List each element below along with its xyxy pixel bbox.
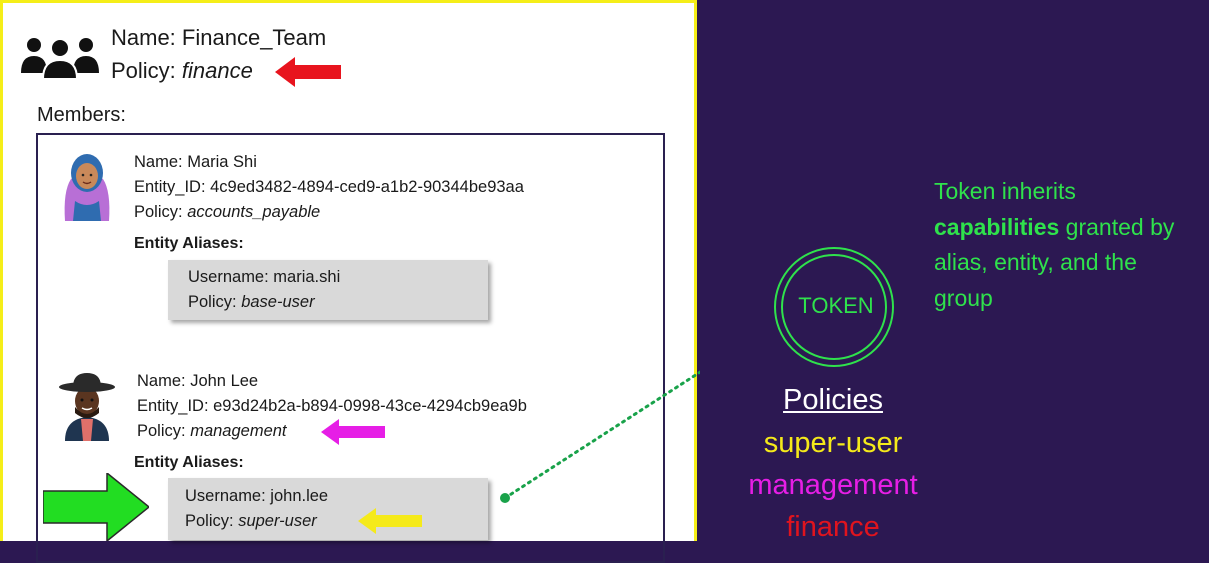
john-avatar bbox=[59, 373, 115, 441]
member-1-name: Name: Maria Shi bbox=[134, 153, 257, 171]
member-1-entity-id: Entity_ID: 4c9ed3482-4894-ced9-a1b2-9034… bbox=[134, 178, 524, 196]
red-arrow-icon bbox=[275, 57, 341, 87]
token-label: TOKEN bbox=[798, 293, 874, 318]
green-arrow-icon bbox=[43, 473, 149, 541]
member-2-alias-username: Username: john.lee bbox=[185, 487, 329, 505]
member-2-name: Name: John Lee bbox=[137, 372, 259, 390]
policy-item-finance: finance bbox=[786, 511, 880, 543]
group-policy: Policy: finance bbox=[111, 58, 253, 83]
policies-title: Policies bbox=[783, 384, 883, 416]
group-panel: Name: Finance_Team Policy: finance Membe… bbox=[0, 0, 697, 563]
token-circle: TOKEN bbox=[774, 247, 894, 367]
member-1-alias-username: Username: maria.shi bbox=[188, 268, 341, 286]
member-1-alias-policy: Policy: base-user bbox=[188, 293, 315, 311]
member-1-alias-box: Username: maria.shi Policy: base-user bbox=[168, 260, 488, 320]
member-2-aliases-heading: Entity Aliases: bbox=[134, 454, 244, 471]
yellow-arrow-icon bbox=[358, 508, 422, 534]
group-icon bbox=[21, 38, 99, 79]
policy-item-management: management bbox=[748, 469, 918, 501]
magenta-arrow-icon bbox=[321, 419, 385, 445]
member-2-alias-box: Username: john.lee Policy: super-user bbox=[168, 478, 488, 540]
member-2-entity-id: Entity_ID: e93d24b2a-b894-0998-43ce-4294… bbox=[137, 397, 527, 415]
member-2-alias-policy: Policy: super-user bbox=[185, 512, 317, 530]
group-name: Name: Finance_Team bbox=[111, 25, 327, 50]
inheritance-note: Token inherits capabilities granted by a… bbox=[934, 178, 1175, 311]
members-label: Members: bbox=[37, 104, 126, 126]
policy-item-super-user: super-user bbox=[763, 427, 903, 459]
member-2-policy: Policy: management bbox=[137, 422, 287, 440]
member-1-aliases-heading: Entity Aliases: bbox=[134, 235, 244, 252]
maria-avatar bbox=[64, 154, 110, 221]
group-policy-value: finance bbox=[181, 58, 253, 83]
member-1-policy: Policy: accounts_payable bbox=[134, 203, 321, 221]
